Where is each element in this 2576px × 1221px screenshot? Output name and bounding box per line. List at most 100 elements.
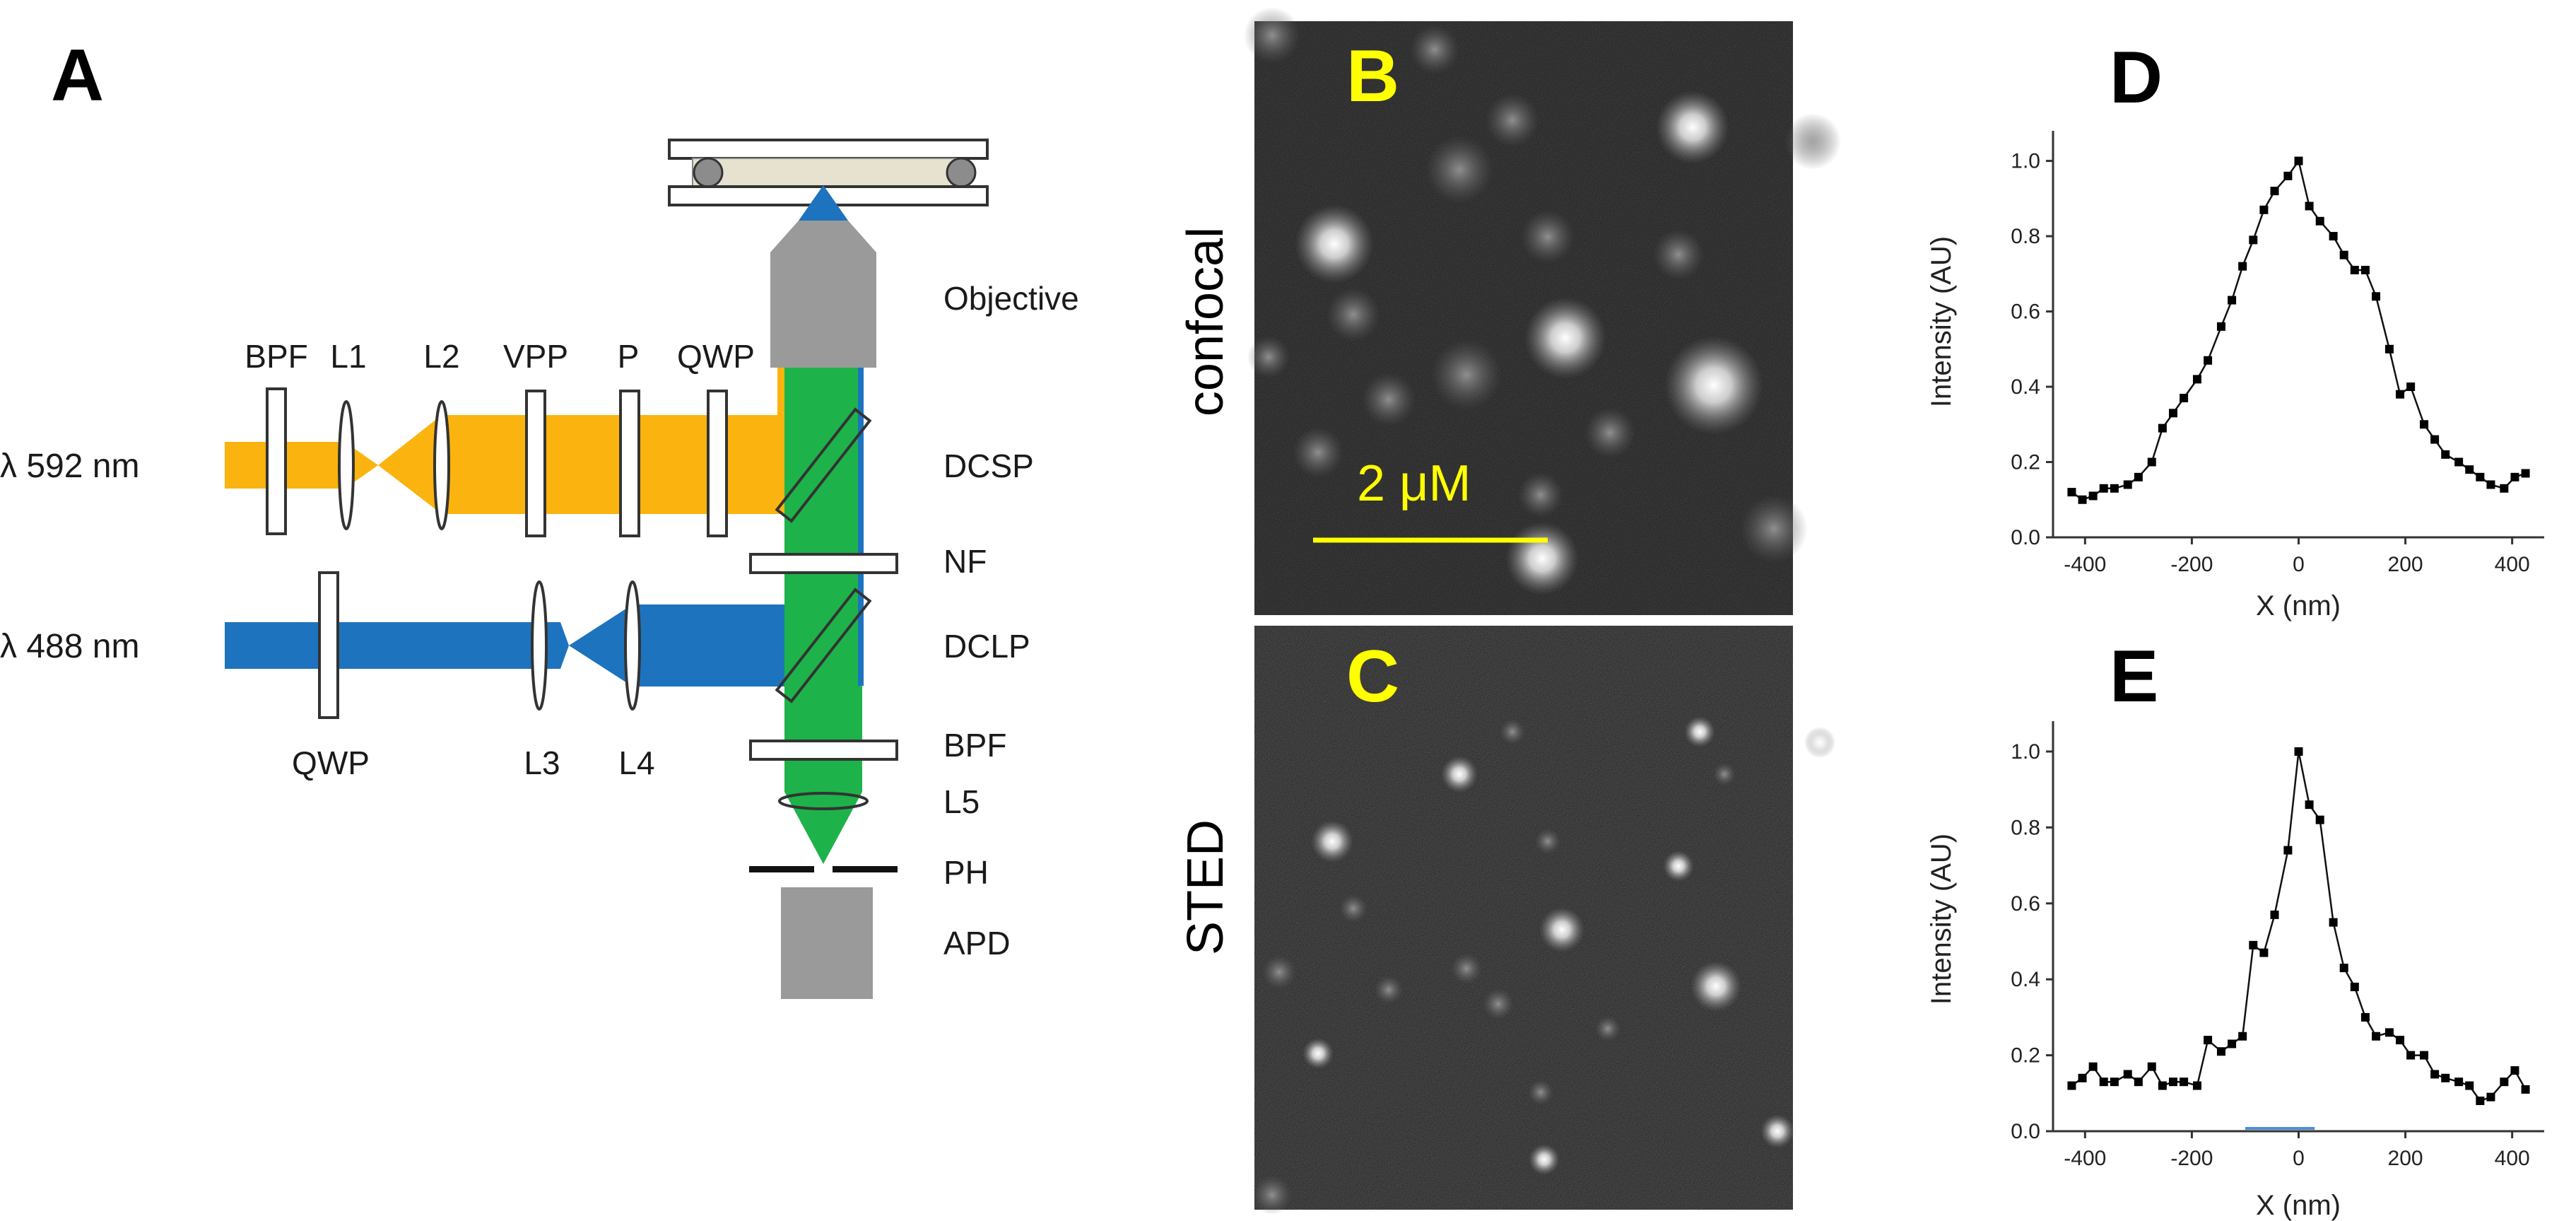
chart-e-data-point (2283, 846, 2293, 855)
spot (1410, 25, 1459, 74)
chart-e-y-tick-label: 0.6 (2011, 892, 2040, 916)
chart-e-data-point (2486, 1092, 2495, 1102)
horizontal-optics (266, 387, 728, 719)
chart-e-axes (2046, 721, 2544, 1138)
spot (1653, 229, 1704, 280)
emission-focus-cone (784, 792, 862, 864)
apd-detector (781, 887, 873, 999)
chart-e-data-point (2396, 1036, 2405, 1045)
spacer-bead-right (946, 157, 977, 188)
chart-e-data-point (2329, 918, 2338, 927)
spot (1684, 716, 1715, 747)
chart-e-data-point (2228, 1039, 2237, 1048)
chart-d-data-point (2510, 472, 2519, 481)
chart-e-data-point (2110, 1077, 2119, 1087)
chart-d-data-point (2283, 171, 2293, 180)
polarizer-p (619, 390, 640, 537)
excitation-focus (799, 185, 848, 221)
chart-d-data-point (2192, 375, 2201, 384)
chart-e-y-tick-label: 0.4 (2011, 968, 2040, 991)
beam-488-label: λ 488 nm (0, 628, 139, 665)
objective-body (770, 252, 876, 368)
chart-e-data-point (2360, 1012, 2370, 1022)
chart-d-x-tick-label: -200 (2170, 553, 2213, 576)
spot (1804, 727, 1835, 758)
chart-d-x-tick-label: 200 (2388, 553, 2423, 576)
chart-d-x-tick-label: -400 (2064, 553, 2106, 576)
spot (1339, 894, 1368, 923)
chart-e-series (2067, 747, 2530, 1130)
spot (1539, 907, 1584, 952)
spot (1262, 955, 1296, 989)
chart-e-data-point (2259, 948, 2269, 957)
dichroic-dcsp (775, 407, 872, 523)
bpf-592-filter (266, 387, 287, 535)
beam-592-label: λ 592 nm (0, 448, 139, 485)
chart-e-data-point (2270, 910, 2279, 919)
qwp-488 (318, 571, 339, 719)
chart-d-data-point (2486, 480, 2495, 489)
spot (1595, 1016, 1621, 1041)
emission-column (784, 368, 862, 792)
chart-d-data-point (2406, 382, 2416, 392)
spot (1584, 407, 1635, 458)
label-l4: L4 (618, 744, 654, 781)
chart-e-y-tick-label: 1.0 (2011, 740, 2040, 764)
label-l2: L2 (423, 338, 459, 375)
label-objective: Objective (943, 280, 1079, 317)
notch-filter-nf (749, 553, 898, 574)
chart-d-data-point (2123, 480, 2132, 489)
sted-noise (1254, 626, 1793, 1210)
chart-d-data-point (2238, 262, 2247, 271)
panel-letter-d: D (2110, 37, 2163, 119)
spot (1784, 113, 1841, 170)
chart-d-x-tick-label: 400 (2495, 553, 2530, 576)
beam-592-cone-out (378, 415, 442, 514)
spot (1505, 522, 1579, 595)
chart-d-data-point (2216, 322, 2225, 331)
spot (1451, 953, 1482, 984)
chart-e-data-point (2078, 1073, 2087, 1082)
spot (1663, 851, 1694, 882)
confocal-label: confocal (1177, 227, 1234, 416)
panel-c-sted: C STED (1177, 626, 1835, 1215)
spot (1529, 1144, 1560, 1175)
chart-e-data-point (2521, 1085, 2530, 1094)
sted-spots (1252, 716, 1835, 1215)
chart-d-data-point (2270, 187, 2279, 196)
chart-e-data-point (2204, 1036, 2213, 1045)
chart-e-data-point (2510, 1066, 2519, 1075)
sted-label: STED (1177, 819, 1234, 955)
spot (1518, 472, 1563, 518)
chart-e-data-point (2099, 1077, 2108, 1087)
chart-d-data-point (2067, 488, 2076, 497)
chart-d-y-tick-label: 0.0 (2011, 526, 2040, 549)
chart-e-data-point (2180, 1077, 2189, 1087)
chart-e-data-point (2067, 1081, 2076, 1090)
chart-d-data-point (2339, 250, 2348, 259)
chart-e-ylabel: Intensity (AU) (1926, 834, 1957, 1005)
chart-d-data-point (2360, 265, 2370, 274)
spot (1528, 1080, 1553, 1105)
chart-d-data-point (2372, 292, 2381, 301)
emission-path (784, 368, 864, 864)
panel-a-setup: A (0, 35, 1079, 999)
chart-d-axes (2046, 131, 2544, 544)
label-l3: L3 (524, 744, 560, 781)
label-qwp-bottom: QWP (292, 744, 370, 781)
chart-d-data-point (2315, 216, 2324, 226)
chart-e-y-tick-label: 0.8 (2011, 816, 2040, 839)
panel-letter-b: B (1346, 35, 1399, 117)
chart-e-x-tick-label: -400 (2064, 1147, 2106, 1170)
chart-e-x-tick-label: 0 (2293, 1147, 2305, 1170)
sample-medium (692, 158, 965, 187)
chart-e-data-point (2192, 1081, 2201, 1090)
beam-592-wide (442, 415, 792, 514)
chart-d-data-point (2430, 435, 2440, 444)
label-dcsp: DCSP (943, 448, 1034, 484)
label-nf: NF (943, 543, 987, 580)
spot (1247, 336, 1290, 378)
sample-stage (668, 139, 989, 221)
spot (1740, 495, 1808, 563)
